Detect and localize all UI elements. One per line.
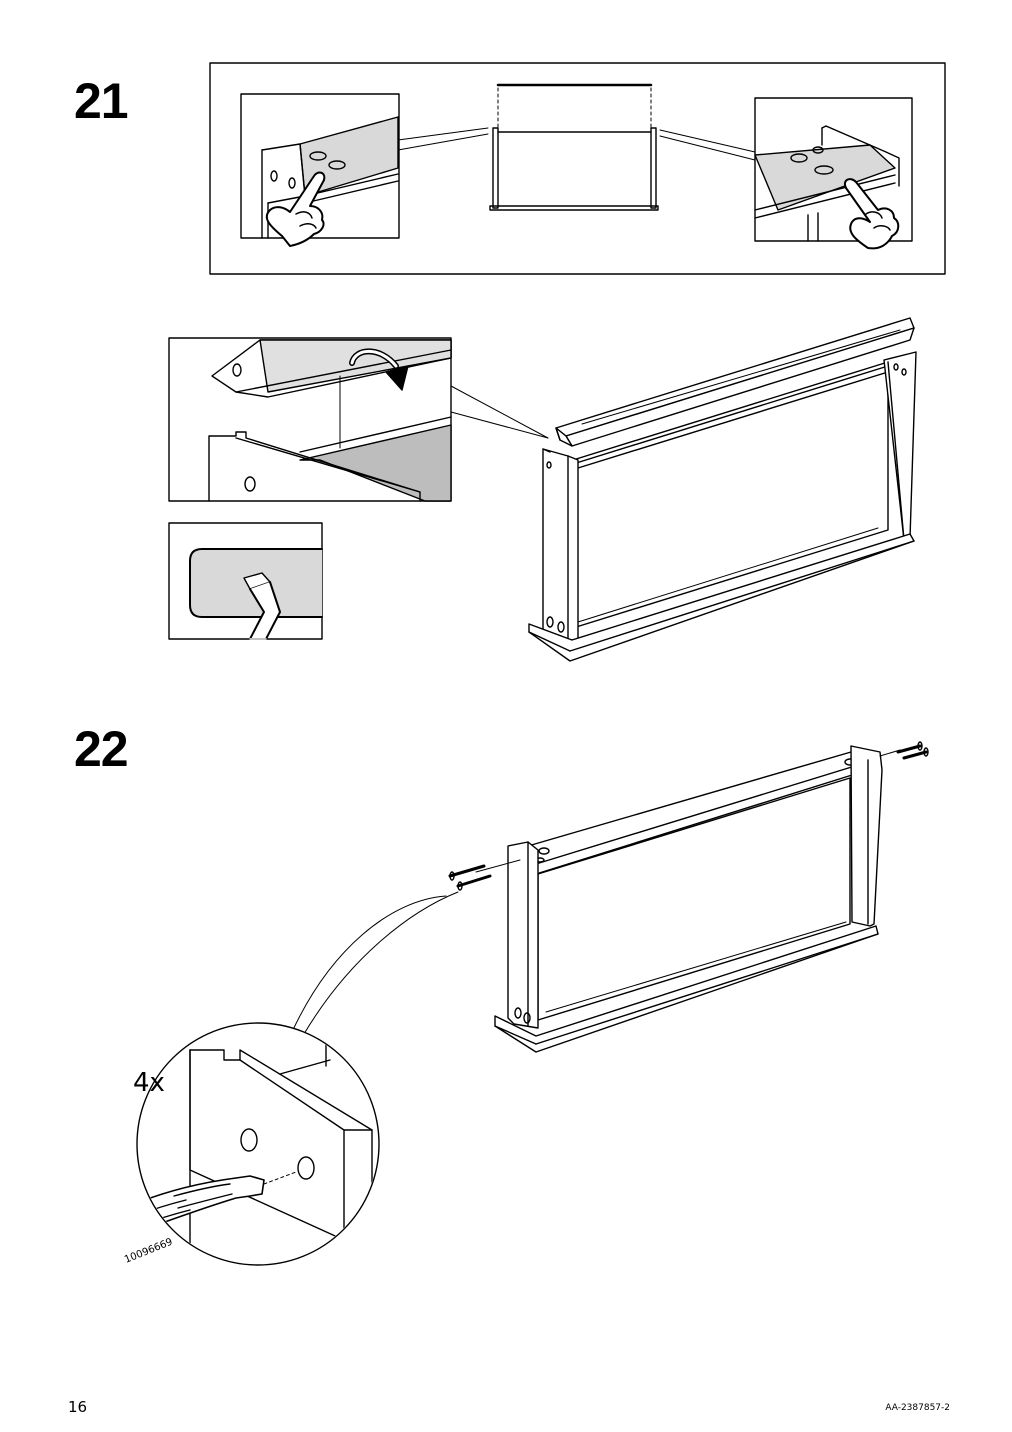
step22-zoom-detail (136, 891, 459, 1266)
left-detail-hand-press (240, 93, 489, 247)
document-code: AA-2387857-2 (885, 1403, 950, 1413)
step-number-22: 22 (74, 721, 129, 777)
right-detail-hand-press (659, 97, 913, 250)
step21-notch-detail (168, 522, 323, 640)
page-number: 16 (68, 1398, 88, 1416)
step22-frame (448, 741, 929, 1053)
step-number-21: 21 (74, 73, 129, 129)
center-frame-diagram (489, 83, 659, 211)
step21-rail-detail (168, 337, 549, 502)
part-number-label: 10096669 (123, 1237, 174, 1266)
step21-main-frame (528, 317, 917, 662)
quantity-label: 4x (133, 1068, 165, 1098)
step21-overview-panel (209, 62, 946, 275)
